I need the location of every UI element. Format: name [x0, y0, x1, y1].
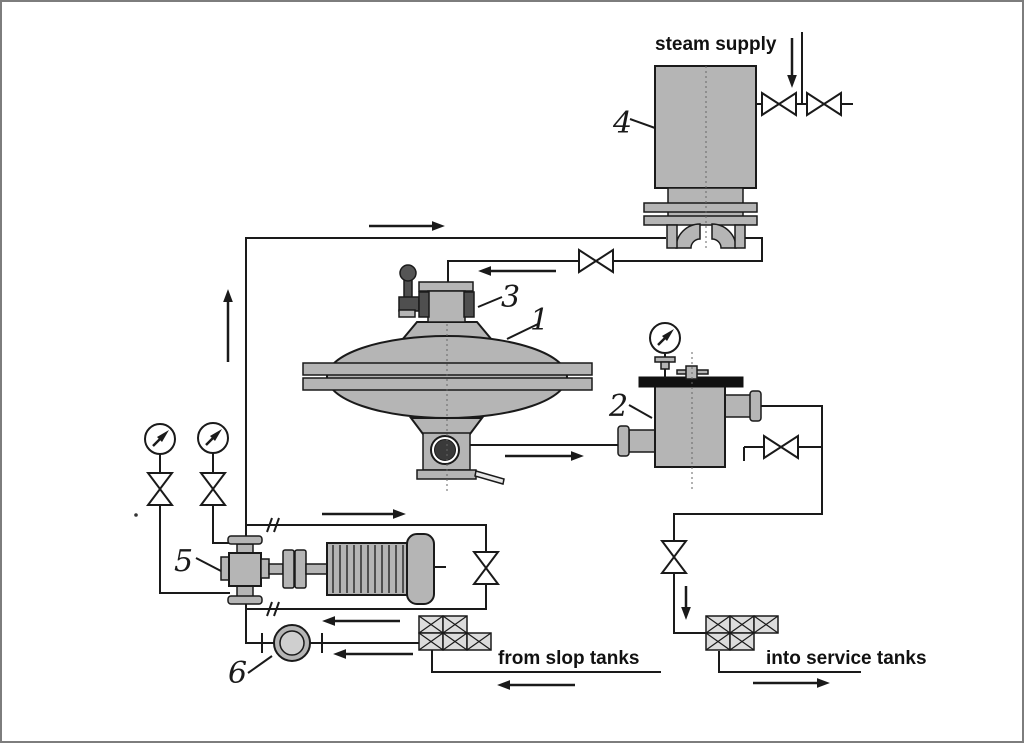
actuator-cap [418, 281, 474, 292]
coupling-disc [294, 549, 307, 589]
tank2-to-service-pipe [673, 405, 823, 634]
actuator-bracket-base [398, 309, 416, 318]
motor-ribs [332, 545, 404, 593]
pump-suction-pipe [245, 604, 274, 644]
sight-glass-icon [434, 439, 456, 461]
steam-supply-label: steam supply [655, 34, 777, 55]
steam-tank-left-foot [666, 224, 678, 249]
heater-outlet-valve-icon [578, 249, 614, 273]
tank2-left-flange [617, 425, 630, 457]
pump-top-flange [227, 535, 263, 545]
pump-shaft [268, 563, 284, 575]
callout-4: 4 [612, 106, 632, 141]
piping-network [159, 32, 861, 673]
valve-actuator-3 [398, 264, 475, 323]
pump-bypass-valve-icon [473, 551, 499, 585]
actuator-body [427, 290, 466, 323]
steam-isolation-valve-icon [806, 92, 842, 116]
actuator-bracket [398, 296, 420, 312]
callout-2: 2 [608, 389, 628, 424]
steam-tank-right-elbow [711, 223, 737, 249]
steam-tank-4 [643, 65, 758, 250]
tank2-left-nozzle [628, 429, 656, 453]
service-tanks-manifold [705, 615, 779, 651]
discharge-gauge-line [212, 453, 230, 544]
steam-tank-flange [643, 202, 758, 213]
tank2-gauge-stub [660, 361, 670, 370]
callout-6-pointer [247, 655, 273, 674]
slop-tanks-manifold [418, 615, 492, 651]
pressure-gauge-icon [143, 422, 177, 456]
callout-4-pointer [629, 118, 656, 129]
pressure-gauge-icon [648, 321, 682, 355]
pressure-gauge-icon [196, 421, 230, 455]
gauge-root-valve-icon [147, 472, 173, 506]
gauge-root-valve-icon [200, 472, 226, 506]
pump-unit-5 [220, 533, 446, 605]
flow-arrows [223, 38, 830, 690]
pump-bottom-flange [227, 595, 263, 605]
into-service-tanks-label: into service tanks [766, 648, 927, 669]
drain-handle [474, 470, 505, 485]
from-slop-tanks-label: from slop tanks [498, 648, 639, 669]
service-line-valve-icon [661, 540, 687, 574]
coupling-disc [282, 549, 295, 589]
callout-6: 6 [228, 656, 247, 691]
actuator-side-lug [418, 291, 430, 318]
strainer-core [279, 630, 305, 656]
steam-tank-right-foot [734, 224, 746, 249]
slop-tanks-inlet-pipe [431, 650, 661, 673]
tank2-right-flange [749, 390, 762, 422]
callout-5: 5 [174, 544, 193, 579]
callout-5-pointer [195, 557, 222, 572]
suction-gauge-line [159, 454, 230, 594]
steam-isolation-valve-icon [761, 92, 797, 116]
callout-1: 1 [530, 303, 549, 338]
heater-to-regulator-pipe [447, 237, 763, 282]
callout-3: 3 [501, 280, 520, 315]
tank2-drain-valve-icon [763, 435, 799, 459]
callout-1-pointer [506, 323, 539, 340]
callout-3-pointer [477, 296, 503, 308]
service-manifold-outlet-pipe [718, 651, 861, 673]
actuator-side-lug [463, 291, 475, 318]
pump-casing [228, 552, 262, 587]
small-tank-2 [617, 321, 762, 489]
actuator-lever-knob [399, 264, 417, 282]
callouts: 1 2 3 4 5 6 [174, 106, 656, 691]
pump-discharge-riser-pipe [245, 237, 666, 537]
callout-2-pointer [628, 404, 653, 419]
stray-dot [134, 513, 138, 517]
oval-vessel-1 [302, 284, 593, 492]
motor-end-cap [406, 533, 435, 605]
tank2-body [654, 385, 726, 468]
strainer-6 [273, 624, 311, 662]
pump-shaft-nozzle [260, 558, 270, 579]
steam-tank-left-elbow [675, 223, 701, 249]
motor-shaft [305, 563, 328, 575]
tank2-right-nozzle [724, 394, 752, 418]
